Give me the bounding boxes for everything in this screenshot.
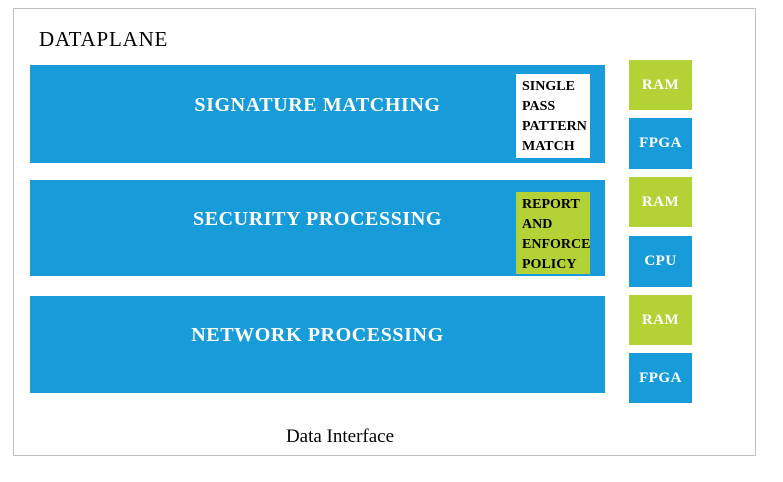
diagram-title: DATAPLANE: [39, 27, 169, 51]
chip-ram-1: RAM: [629, 60, 692, 110]
chip-fpga-1: FPGA: [629, 118, 692, 169]
bar-network-processing: NETWORK PROCESSING: [30, 296, 605, 393]
single-pass-pattern-match-box: SINGLE PASS PATTERN MATCH: [516, 74, 590, 158]
bar-security-processing-label: SECURITY PROCESSING: [192, 207, 443, 230]
inset-line: POLICY: [522, 257, 577, 272]
inset-line: PASS: [522, 99, 556, 114]
inset-line: MATCH: [522, 139, 575, 154]
inset-line: REPORT: [522, 197, 580, 212]
bar-signature-matching-label: SIGNATURE MATCHING: [194, 93, 441, 116]
inset-line: PATTERN: [522, 119, 587, 134]
inset-line: SINGLE: [522, 79, 575, 94]
bar-security-processing: SECURITY PROCESSING REPORT AND ENFORCE P…: [30, 180, 605, 276]
chip-cpu: CPU: [629, 236, 692, 287]
report-and-enforce-policy-box: REPORT AND ENFORCE POLICY: [516, 192, 590, 274]
chip-ram-2: RAM: [629, 177, 692, 227]
chip-fpga-2: FPGA: [629, 353, 692, 403]
diagram-border-frame: [13, 8, 756, 456]
inset-line: AND: [522, 217, 553, 232]
data-interface-label: Data Interface: [285, 426, 395, 447]
bar-network-processing-label: NETWORK PROCESSING: [191, 324, 444, 346]
bar-signature-matching: SIGNATURE MATCHING SINGLE PASS PATTERN M…: [30, 65, 605, 163]
inset-line: ENFORCE: [522, 237, 591, 252]
chip-ram-3: RAM: [629, 295, 692, 345]
